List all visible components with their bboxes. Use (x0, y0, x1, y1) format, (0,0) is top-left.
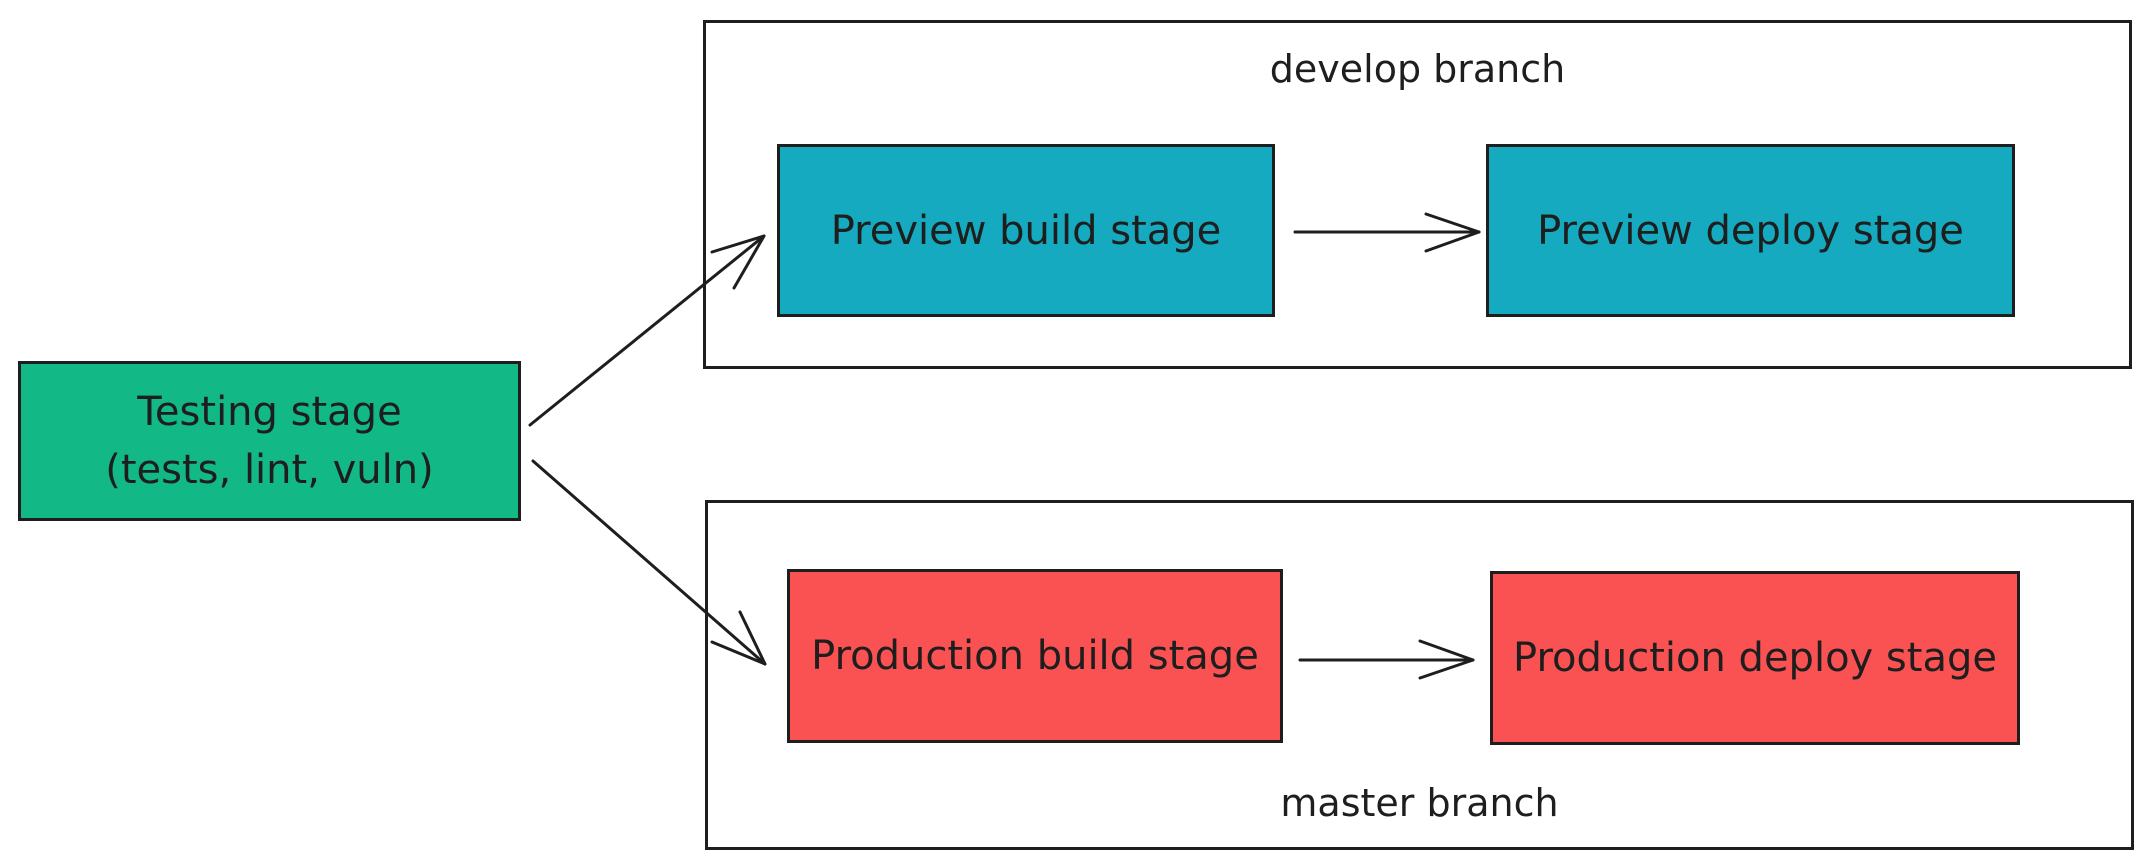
production-deploy-stage-label: Production deploy stage (1513, 635, 1997, 681)
develop-branch-frame: develop branch (703, 20, 2132, 369)
preview-deploy-stage-label: Preview deploy stage (1537, 207, 1964, 254)
testing-stage-sublabel: (tests, lint, vuln) (105, 447, 434, 493)
testing-stage-label: Testing stage (137, 389, 402, 435)
master-branch-frame: master branch (705, 500, 2134, 850)
preview-build-stage-node[interactable]: Preview build stage (777, 144, 1275, 317)
production-build-stage-node[interactable]: Production build stage (787, 569, 1283, 743)
preview-build-stage-label: Preview build stage (830, 207, 1222, 254)
production-build-stage-label: Production build stage (811, 633, 1259, 679)
testing-stage-node[interactable]: Testing stage (tests, lint, vuln) (18, 361, 521, 521)
preview-deploy-stage-node[interactable]: Preview deploy stage (1486, 144, 2015, 317)
master-branch-title: master branch (1280, 781, 1559, 825)
production-deploy-stage-node[interactable]: Production deploy stage (1490, 571, 2020, 745)
develop-branch-title: develop branch (1269, 47, 1566, 91)
